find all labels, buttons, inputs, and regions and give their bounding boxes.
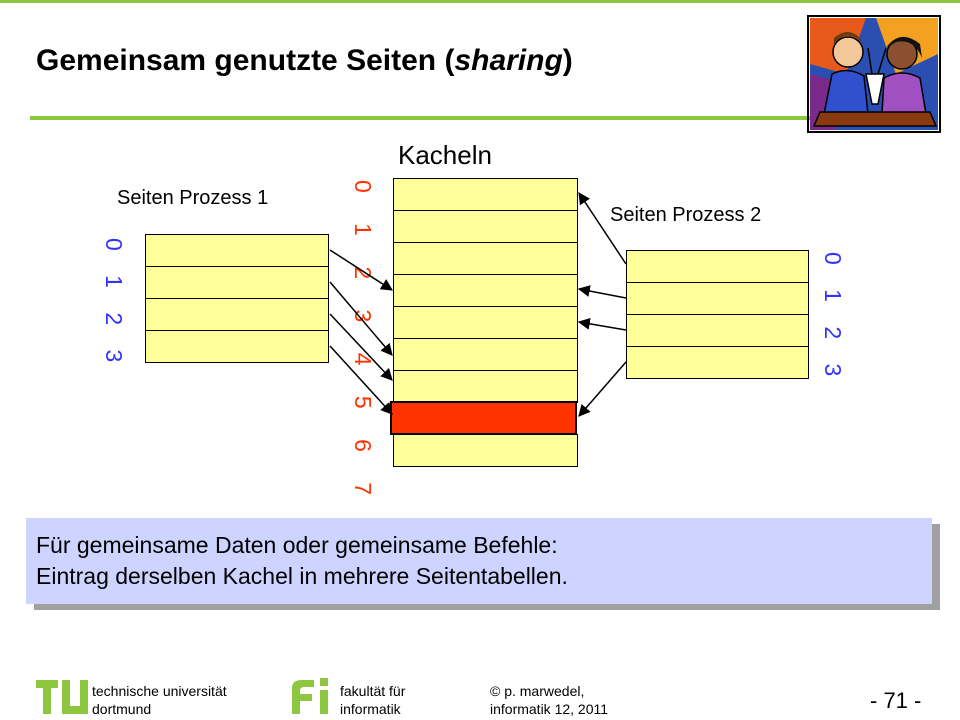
title-suffix: ) (562, 44, 573, 77)
process1-page-3 (145, 330, 329, 363)
tu-name-line-1: technische universität (92, 683, 227, 699)
note-box: Für gemeinsame Daten oder gemeinsame Bef… (26, 518, 932, 604)
process2-page-2 (626, 314, 809, 347)
frame-7-shared (390, 401, 577, 435)
tu-name-line-2: dortmund (92, 701, 152, 717)
frame-2 (393, 242, 578, 275)
process1-label: Seiten Prozess 1 (117, 187, 269, 209)
process2-page-1 (626, 282, 809, 315)
title-italic: sharing (454, 44, 563, 77)
frame-8 (393, 434, 578, 467)
process2-page-3 (626, 346, 809, 379)
fi-logo-icon (292, 678, 328, 714)
frame-3 (393, 274, 578, 307)
fi-name-line-1: fakultät für (340, 683, 406, 699)
process1-page-2 (145, 298, 329, 331)
frame-1 (393, 210, 578, 243)
process1-page-numbers: 0 1 2 3 (101, 238, 127, 372)
frame-6 (393, 370, 578, 403)
arrow-p2-3 (578, 361, 627, 417)
process1-page-0 (145, 234, 329, 267)
author-line-1: © p. marwedel, (490, 683, 585, 699)
frame-4 (393, 306, 578, 339)
frame-5 (393, 338, 578, 371)
tu-logo-icon (36, 680, 88, 714)
process2-label: Seiten Prozess 2 (610, 204, 762, 226)
arrow-p2-1 (577, 285, 627, 299)
sharing-clipart-icon (807, 15, 941, 133)
page-number: - 71 - (870, 688, 922, 713)
top-accent-line (0, 0, 960, 3)
title-underline (30, 116, 890, 120)
frame-0 (393, 178, 578, 211)
title-prefix: Gemeinsam genutzte Seiten ( (36, 44, 455, 77)
fi-name-line-2: informatik (340, 701, 401, 717)
slide-title: Gemeinsam genutzte Seiten (sharing) (36, 44, 573, 78)
note-line-2: Eintrag derselben Kachel in mehrere Seit… (36, 563, 568, 589)
process2-page-0 (626, 250, 809, 283)
note-line-1: Für gemeinsame Daten oder gemeinsame Bef… (36, 532, 558, 558)
author-line-2: informatik 12, 2011 (490, 701, 609, 717)
process1-page-1 (145, 266, 329, 299)
arrow-p2-2 (577, 317, 627, 331)
process2-page-numbers: 0 1 2 3 (820, 252, 846, 386)
frames-label: Kacheln (398, 140, 492, 170)
footer: technische universität dortmund fakultät… (0, 660, 960, 720)
